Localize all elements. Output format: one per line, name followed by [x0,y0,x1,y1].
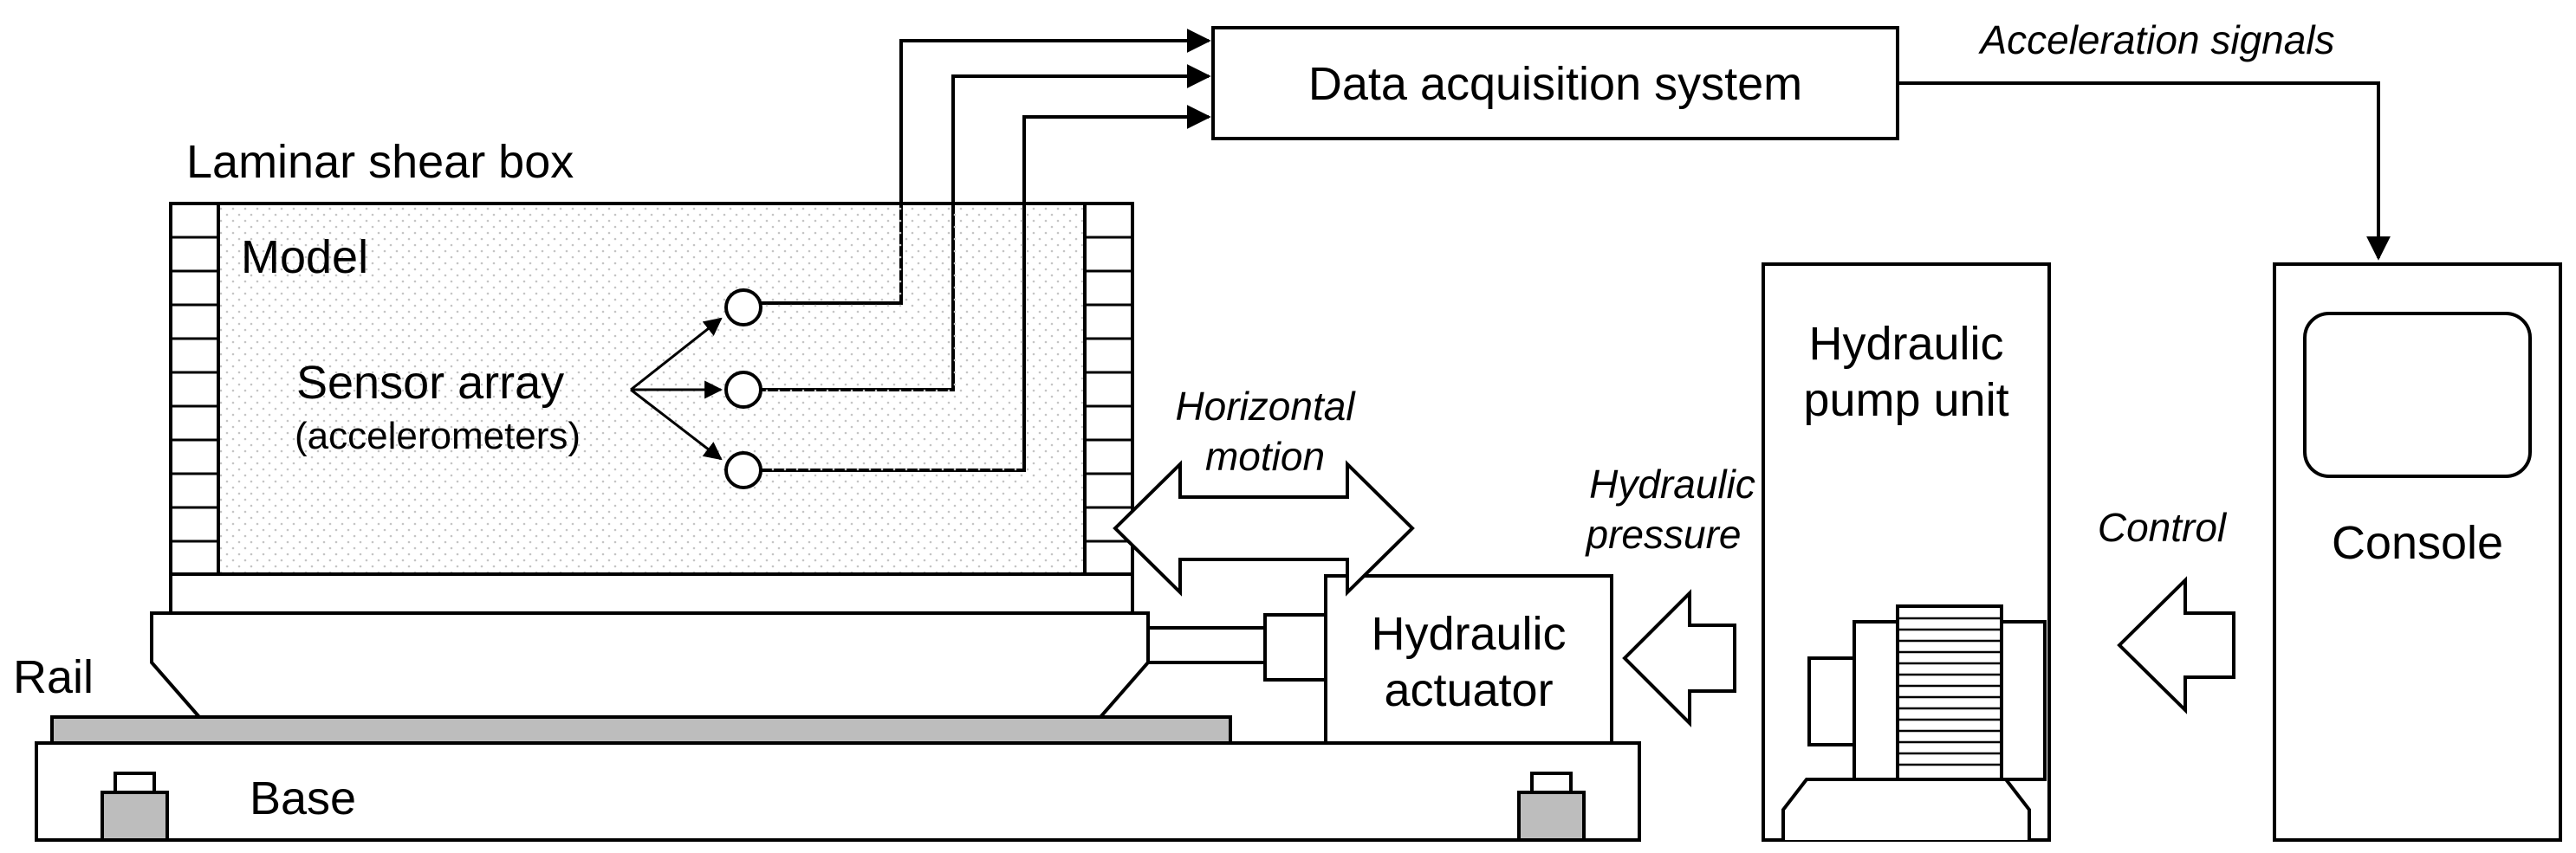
hydraulic-pressure-arrow [1622,589,1736,727]
console-screen [2303,312,2532,478]
base [35,741,1641,842]
hydraulic-pump-label-2: pump unit [1803,374,2008,426]
actuator-piston [1263,613,1327,682]
laminar-box-rungs [171,236,1132,543]
table-top-plate [169,572,1134,615]
hydraulic-pressure-label-1: Hydraulic [1589,462,1755,507]
control-arrow [2117,576,2235,714]
base-foot-left [101,791,169,842]
actuator-rod [1146,626,1267,664]
sensor-pointer-arrows [630,317,723,461]
laminar-box-left-wall [169,202,220,576]
laminar-shear-box-label: Laminar shear box [186,136,574,188]
hydraulic-pump-label-1: Hydraulic [1808,318,2003,370]
horizontal-motion-label-2: motion [1205,434,1325,479]
accelerometer-1 [724,288,762,326]
horizontal-motion-arrow [1113,460,1415,597]
accelerometer-2 [724,371,762,409]
hydraulic-pressure-label-2: pressure [1585,512,1742,557]
rail-label: Rail [13,651,94,703]
laminar-box-right-wall [1083,202,1134,576]
base-foot-right [1517,791,1586,842]
acceleration-signals-label: Acceleration signals [1977,17,2334,62]
sensor-array-label: Sensor array [296,357,564,409]
acceleration-signal-line [1898,81,2391,261]
pump-coil [1896,604,2003,781]
hydraulic-actuator-box [1324,574,1613,745]
base-foot-right-top [1530,772,1573,794]
control-label: Control [2098,505,2228,550]
data-acquisition-label: Data acquisition system [1308,58,1802,110]
hydraulic-actuator-label-2: actuator [1384,664,1553,716]
console-label: Console [2332,517,2503,569]
pump-coil-lines [1898,617,2002,766]
data-acquisition-box [1211,26,1899,140]
base-label: Base [250,772,356,824]
accelerometer-3 [724,451,762,489]
shaking-table [150,611,1150,719]
pump-base [1781,778,2031,840]
rail [50,715,1232,745]
base-foot-left-top [114,772,156,794]
horizontal-motion-label-1: Horizontal [1175,384,1356,429]
pump-motor-end [1807,656,1856,746]
model-label: Model [241,231,368,283]
accelerometers-label: (accelerometers) [295,415,581,457]
hydraulic-actuator-label-1: Hydraulic [1371,608,1566,660]
